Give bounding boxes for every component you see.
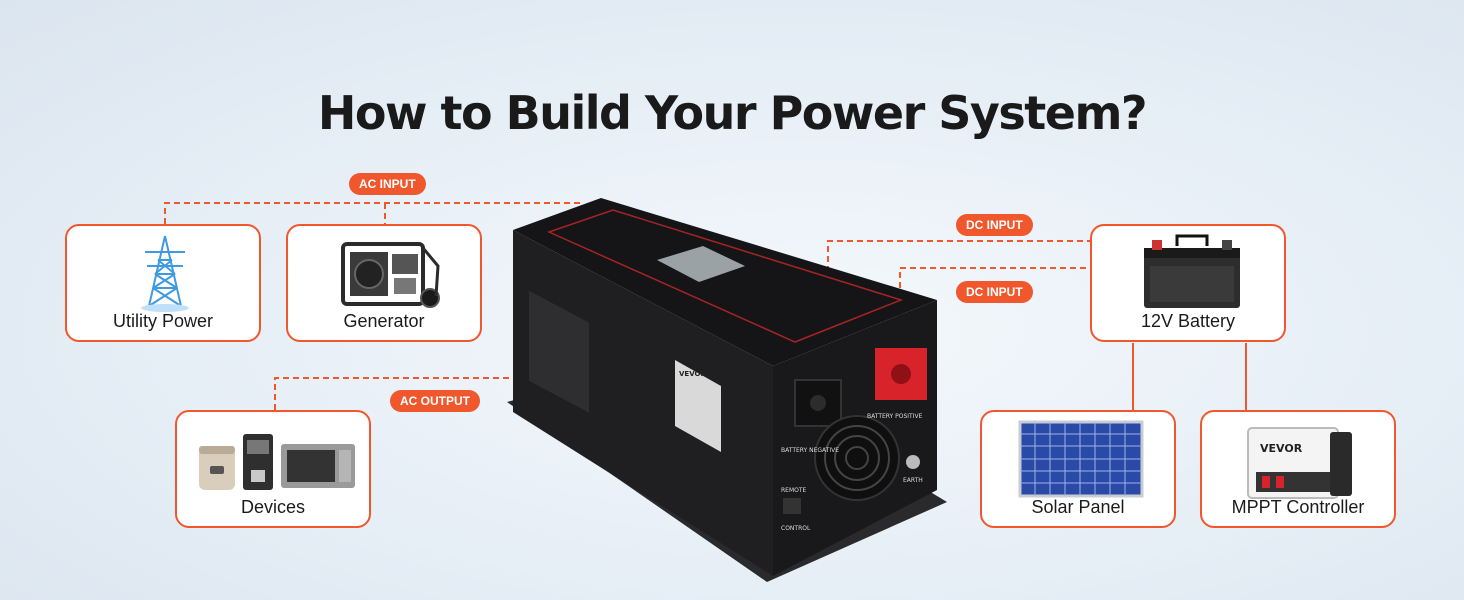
solar-panel-card: Solar Panel: [980, 410, 1176, 528]
inverter-side: [513, 230, 773, 576]
lcd-screen: [657, 246, 745, 282]
battery-negative-text: BATTERY NEGATIVE: [781, 447, 839, 454]
generator-card: Generator: [286, 224, 482, 342]
cooling-fan: [814, 415, 900, 501]
spec-label: [675, 360, 721, 452]
svg-text:VEVOR: VEVOR: [1260, 442, 1303, 455]
mppt-controller-label: MPPT Controller: [1231, 497, 1365, 517]
inverter-top: [513, 198, 937, 366]
devices-label: Devices: [240, 497, 306, 517]
solar-panel-label: Solar Panel: [1031, 497, 1125, 517]
inverter-unit: VEVOR BATTERY NEGATIVE BATTERY POSITIVE …: [507, 198, 947, 582]
generator-label: Generator: [343, 311, 425, 331]
ac-output-tag: AC OUTPUT: [390, 390, 480, 412]
dc-input-tag-1: DC INPUT: [956, 214, 1033, 236]
earth-screw: [906, 455, 920, 469]
transmission-tower-icon: [141, 235, 189, 312]
brand-text: VEVOR: [679, 370, 706, 378]
dc-input-tag-2: DC INPUT: [956, 281, 1033, 303]
devices-card: Devices: [175, 410, 371, 528]
appliances-icon: [199, 434, 355, 490]
utility-power-card: Utility Power: [65, 224, 261, 342]
battery-card: 12V Battery: [1090, 224, 1286, 342]
earth-text: EARTH: [903, 477, 923, 484]
mppt-controller-icon: VEVOR: [1247, 427, 1352, 499]
solar-panel-icon: [1018, 420, 1144, 498]
battery-label: 12V Battery: [1140, 311, 1236, 331]
remote-port: [783, 498, 801, 514]
battery-positive-text: BATTERY POSITIVE: [867, 413, 923, 420]
battery-icon: [1144, 234, 1240, 308]
ac-output-line: [274, 377, 515, 410]
page-title: How to Build Your Power System?: [317, 86, 1148, 140]
utility-power-label: Utility Power: [112, 311, 214, 331]
generator-icon: [341, 242, 440, 308]
control-text: CONTROL: [781, 525, 811, 532]
remote-text: REMOTE: [781, 487, 807, 494]
ac-input-tag: AC INPUT: [349, 173, 426, 195]
mppt-controller-card: VEVOR MPPT Controller: [1200, 410, 1396, 528]
ac-input-line: [164, 202, 583, 224]
